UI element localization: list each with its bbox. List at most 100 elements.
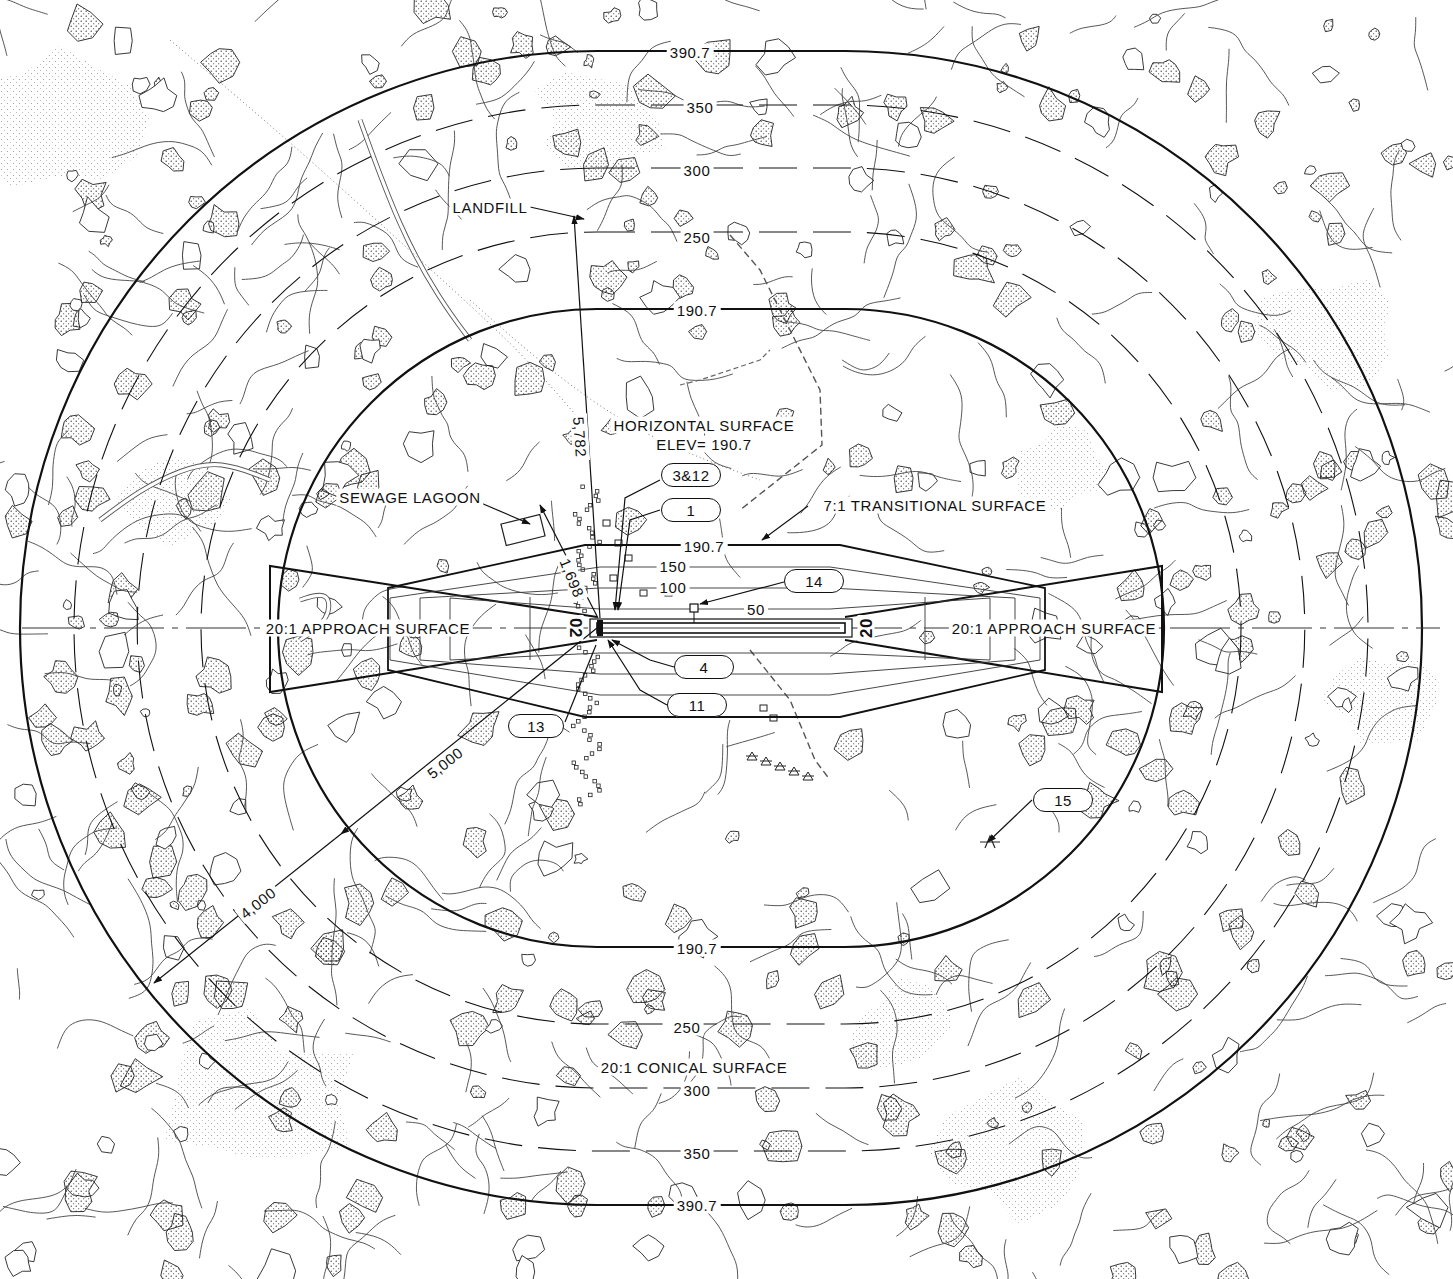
callout-bubble: 4	[674, 655, 734, 679]
leader-line	[618, 510, 660, 610]
stream-line	[156, 1083, 188, 1108]
pond	[5, 1250, 31, 1276]
pond	[623, 884, 646, 902]
stream-line	[298, 214, 318, 333]
stream-line	[1325, 973, 1418, 999]
stream-line	[1341, 958, 1408, 986]
stream-line	[1198, 640, 1257, 654]
river	[100, 465, 270, 520]
stream-line	[764, 895, 849, 913]
stream-line	[1041, 555, 1104, 563]
map-label: 390.7	[667, 44, 714, 61]
pond	[911, 870, 950, 903]
stream-line	[902, 914, 911, 960]
pond	[366, 1112, 397, 1141]
stream-line	[956, 805, 997, 831]
pond	[196, 657, 231, 693]
stream-line	[872, 0, 926, 9]
pond	[590, 261, 627, 295]
pond	[584, 148, 609, 181]
stream-line	[1154, 502, 1249, 512]
stream-line	[303, 546, 313, 588]
pond	[1328, 688, 1357, 707]
pond	[279, 1088, 301, 1108]
stream-line	[843, 336, 926, 375]
stream-line	[1058, 744, 1104, 788]
pond	[1193, 1062, 1207, 1074]
building	[594, 494, 598, 498]
pond	[201, 49, 240, 84]
pond	[97, 1136, 114, 1153]
pond	[256, 516, 284, 541]
building	[588, 503, 592, 507]
approach-surface	[845, 566, 1162, 692]
pond	[1040, 87, 1066, 121]
stream-line	[71, 553, 138, 592]
pond	[258, 714, 285, 741]
stream-line	[442, 131, 454, 250]
pond	[120, 1059, 162, 1093]
map-label: 190.7	[674, 302, 721, 319]
pond	[1310, 173, 1350, 202]
stream-line	[128, 602, 156, 686]
stream-line	[1166, 13, 1185, 50]
stream-line	[124, 615, 163, 635]
stream-line	[285, 243, 340, 250]
pond	[1193, 565, 1211, 580]
stream-line	[1006, 570, 1067, 578]
building	[770, 715, 777, 721]
leader-line	[608, 640, 667, 705]
stream-line	[864, 195, 878, 263]
stream-line	[1015, 1009, 1065, 1099]
pond	[943, 709, 971, 738]
pond	[169, 289, 201, 320]
stream-line	[240, 351, 309, 404]
building	[583, 729, 587, 733]
stream-line	[851, 916, 933, 994]
pond	[1222, 1144, 1239, 1162]
pond	[960, 1245, 983, 1267]
stream-line	[313, 1019, 326, 1086]
stream-line	[1220, 284, 1291, 316]
stream-line	[261, 178, 308, 209]
pond	[755, 1087, 779, 1112]
stream-line	[128, 1137, 159, 1235]
stream-line	[1449, 1166, 1453, 1231]
stream-line	[1331, 378, 1429, 412]
stream-line	[476, 61, 534, 104]
stream-line	[459, 20, 494, 119]
pond	[1118, 914, 1135, 931]
stream-line	[45, 673, 114, 681]
pond	[470, 1086, 485, 1098]
pond	[522, 954, 536, 966]
pond	[1144, 951, 1182, 991]
leader-line	[762, 506, 808, 540]
building	[573, 513, 577, 517]
stream-line	[1091, 628, 1152, 704]
stream-line	[266, 290, 327, 332]
stream-line	[149, 793, 183, 902]
pond	[1001, 63, 1008, 73]
pond	[767, 971, 779, 989]
building	[598, 743, 602, 747]
stream-line	[339, 1215, 395, 1279]
stream-line	[1445, 292, 1453, 371]
pond	[1170, 570, 1194, 591]
leader-line	[612, 640, 674, 667]
pond	[189, 100, 212, 121]
pond	[1327, 223, 1345, 245]
pond	[183, 786, 192, 796]
map-label: 190.7	[674, 940, 721, 957]
stream-line	[255, 0, 332, 22]
pond	[1221, 309, 1238, 332]
stream-line	[1264, 1210, 1377, 1243]
stream-line	[950, 374, 973, 507]
stream-line	[963, 741, 970, 788]
stream-line	[0, 0, 48, 14]
callout-number: 3&12	[672, 467, 709, 484]
stream-line	[872, 140, 877, 190]
stream-line	[972, 26, 1024, 97]
map-label: 350	[684, 99, 717, 116]
pond	[339, 1204, 364, 1234]
pond	[946, 1142, 962, 1158]
